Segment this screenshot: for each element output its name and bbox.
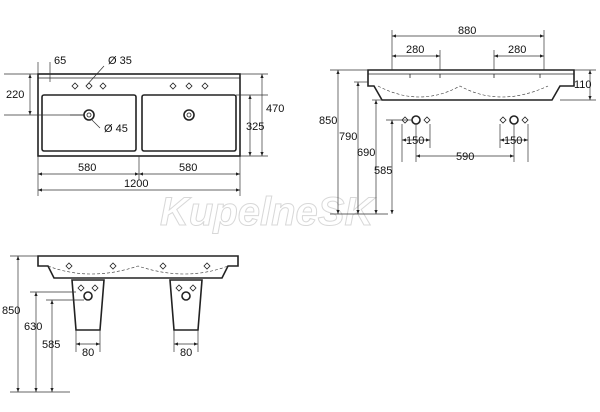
dim-150-left: 150 <box>406 135 424 147</box>
side-view: 850 630 585 80 80 <box>2 255 239 393</box>
dim-630: 630 <box>24 321 42 333</box>
watermark-text: KupelneSK <box>160 190 376 234</box>
front-basin-outline <box>367 69 575 101</box>
dim-470: 470 <box>266 103 284 115</box>
dim-110: 110 <box>574 79 592 91</box>
left-siphon-cover <box>71 279 105 331</box>
side-basin-outline <box>37 255 239 279</box>
dim-580-right: 580 <box>179 162 197 174</box>
dim-80-left: 80 <box>82 347 94 359</box>
dim-325: 325 <box>246 121 264 133</box>
dim-850-side: 850 <box>2 305 20 317</box>
dim-220: 220 <box>6 89 24 101</box>
dim-80-right: 80 <box>180 347 192 359</box>
dim-585-front: 585 <box>374 165 392 177</box>
dim-590: 590 <box>456 151 474 163</box>
left-bowl <box>41 94 137 152</box>
left-siphon-icon <box>77 284 99 301</box>
dim-280-right: 280 <box>508 44 526 56</box>
right-drain-icon <box>183 109 195 121</box>
right-siphon-icon <box>175 284 197 301</box>
right-siphon-cover <box>169 279 203 331</box>
right-waste-icon <box>499 115 529 125</box>
dim-1200: 1200 <box>124 178 148 190</box>
tap-holes-icon <box>71 82 209 90</box>
dim-dia-45: Ø 45 <box>104 123 128 135</box>
dim-850-front: 850 <box>319 115 337 127</box>
dim-790: 790 <box>339 131 357 143</box>
left-drain-icon <box>83 109 95 121</box>
right-bowl <box>141 94 237 152</box>
dim-65: 65 <box>54 55 66 67</box>
dim-580-left: 580 <box>78 162 96 174</box>
dim-150-right: 150 <box>504 135 522 147</box>
dim-880: 880 <box>458 25 476 37</box>
front-view: 880 280 280 110 850 790 690 585 150 <box>319 25 596 215</box>
dim-280-left: 280 <box>406 44 424 56</box>
top-view: 65 Ø 35 Ø 45 220 470 325 580 580 1200 <box>4 55 284 196</box>
dim-585-side: 585 <box>42 339 60 351</box>
dim-690: 690 <box>357 147 375 159</box>
dim-dia-35: Ø 35 <box>108 55 132 67</box>
